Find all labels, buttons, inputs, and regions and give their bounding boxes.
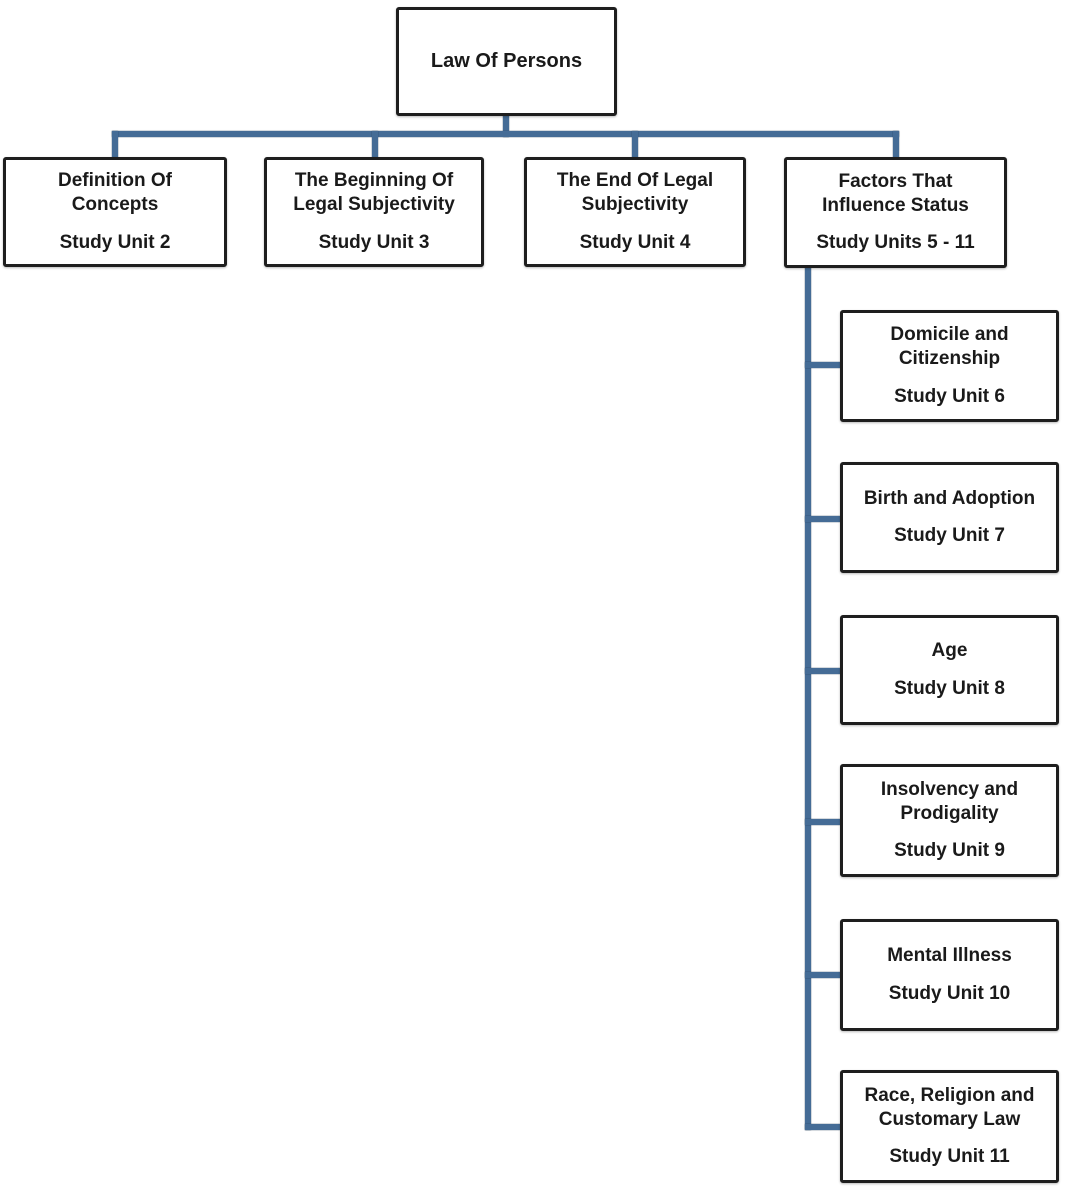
node-subtitle: Study Unit 4 — [579, 231, 691, 253]
node-domicile-citizenship: Domicile and Citizenship Study Unit 6 — [840, 310, 1059, 422]
node-title: Birth and Adoption — [863, 487, 1036, 509]
node-title: Factors That Influence Status — [822, 170, 969, 216]
node-subtitle: Study Unit 6 — [894, 385, 1005, 407]
connector-horizontal-rail — [112, 131, 899, 137]
node-title: Law Of Persons — [430, 49, 583, 72]
node-subtitle: Study Unit 3 — [318, 231, 430, 253]
node-factors-influence-status: Factors That Influence Status Study Unit… — [784, 157, 1007, 268]
node-mental-illness: Mental Illness Study Unit 10 — [840, 919, 1059, 1031]
connector-stub-beginning-legal-subjectivity — [372, 131, 378, 159]
connector-branch-domicile — [805, 362, 843, 368]
connector-stub-definition-of-concepts — [112, 131, 118, 159]
node-age: Age Study Unit 8 — [840, 615, 1059, 725]
connector-stub-factors-influence-status — [893, 131, 899, 159]
node-title: Age — [931, 640, 968, 662]
node-end-legal-subjectivity: The End Of Legal Subjectivity Study Unit… — [524, 157, 746, 267]
node-title: Definition Of Concepts — [58, 170, 172, 216]
node-insolvency-prodigality: Insolvency and Prodigality Study Unit 9 — [840, 764, 1059, 877]
node-title: Domicile and Citizenship — [890, 324, 1009, 370]
node-title: Insolvency and Prodigality — [880, 778, 1019, 824]
connector-branch-mental-illness — [805, 972, 843, 978]
node-subtitle: Study Unit 2 — [59, 231, 171, 253]
node-subtitle: Study Units 5 - 11 — [816, 232, 975, 254]
node-title: Mental Illness — [887, 945, 1012, 967]
connector-branch-age — [805, 668, 843, 674]
node-birth-adoption: Birth and Adoption Study Unit 7 — [840, 462, 1059, 573]
node-definition-of-concepts: Definition Of Concepts Study Unit 2 — [3, 157, 227, 267]
node-subtitle: Study Unit 11 — [889, 1146, 1010, 1168]
node-title: The End Of Legal Subjectivity — [556, 170, 714, 216]
node-law-of-persons: Law Of Persons — [396, 7, 617, 116]
node-subtitle: Study Unit 9 — [894, 840, 1005, 862]
node-title: Race, Religion and Customary Law — [864, 1084, 1035, 1130]
node-subtitle: Study Unit 7 — [894, 525, 1005, 546]
connector-branch-insolvency — [805, 819, 843, 825]
node-subtitle: Study Unit 8 — [894, 677, 1005, 699]
connector-factors-trunk — [805, 266, 811, 1130]
node-title: The Beginning Of Legal Subjectivity — [293, 170, 455, 216]
node-race-religion-customary-law: Race, Religion and Customary Law Study U… — [840, 1070, 1059, 1183]
connector-root-stub — [503, 113, 509, 137]
node-beginning-legal-subjectivity: The Beginning Of Legal Subjectivity Stud… — [264, 157, 484, 267]
connector-branch-race-religion — [805, 1124, 843, 1130]
connector-stub-end-legal-subjectivity — [632, 131, 638, 159]
connector-branch-birth-adoption — [805, 516, 843, 522]
node-subtitle: Study Unit 10 — [888, 982, 1011, 1004]
